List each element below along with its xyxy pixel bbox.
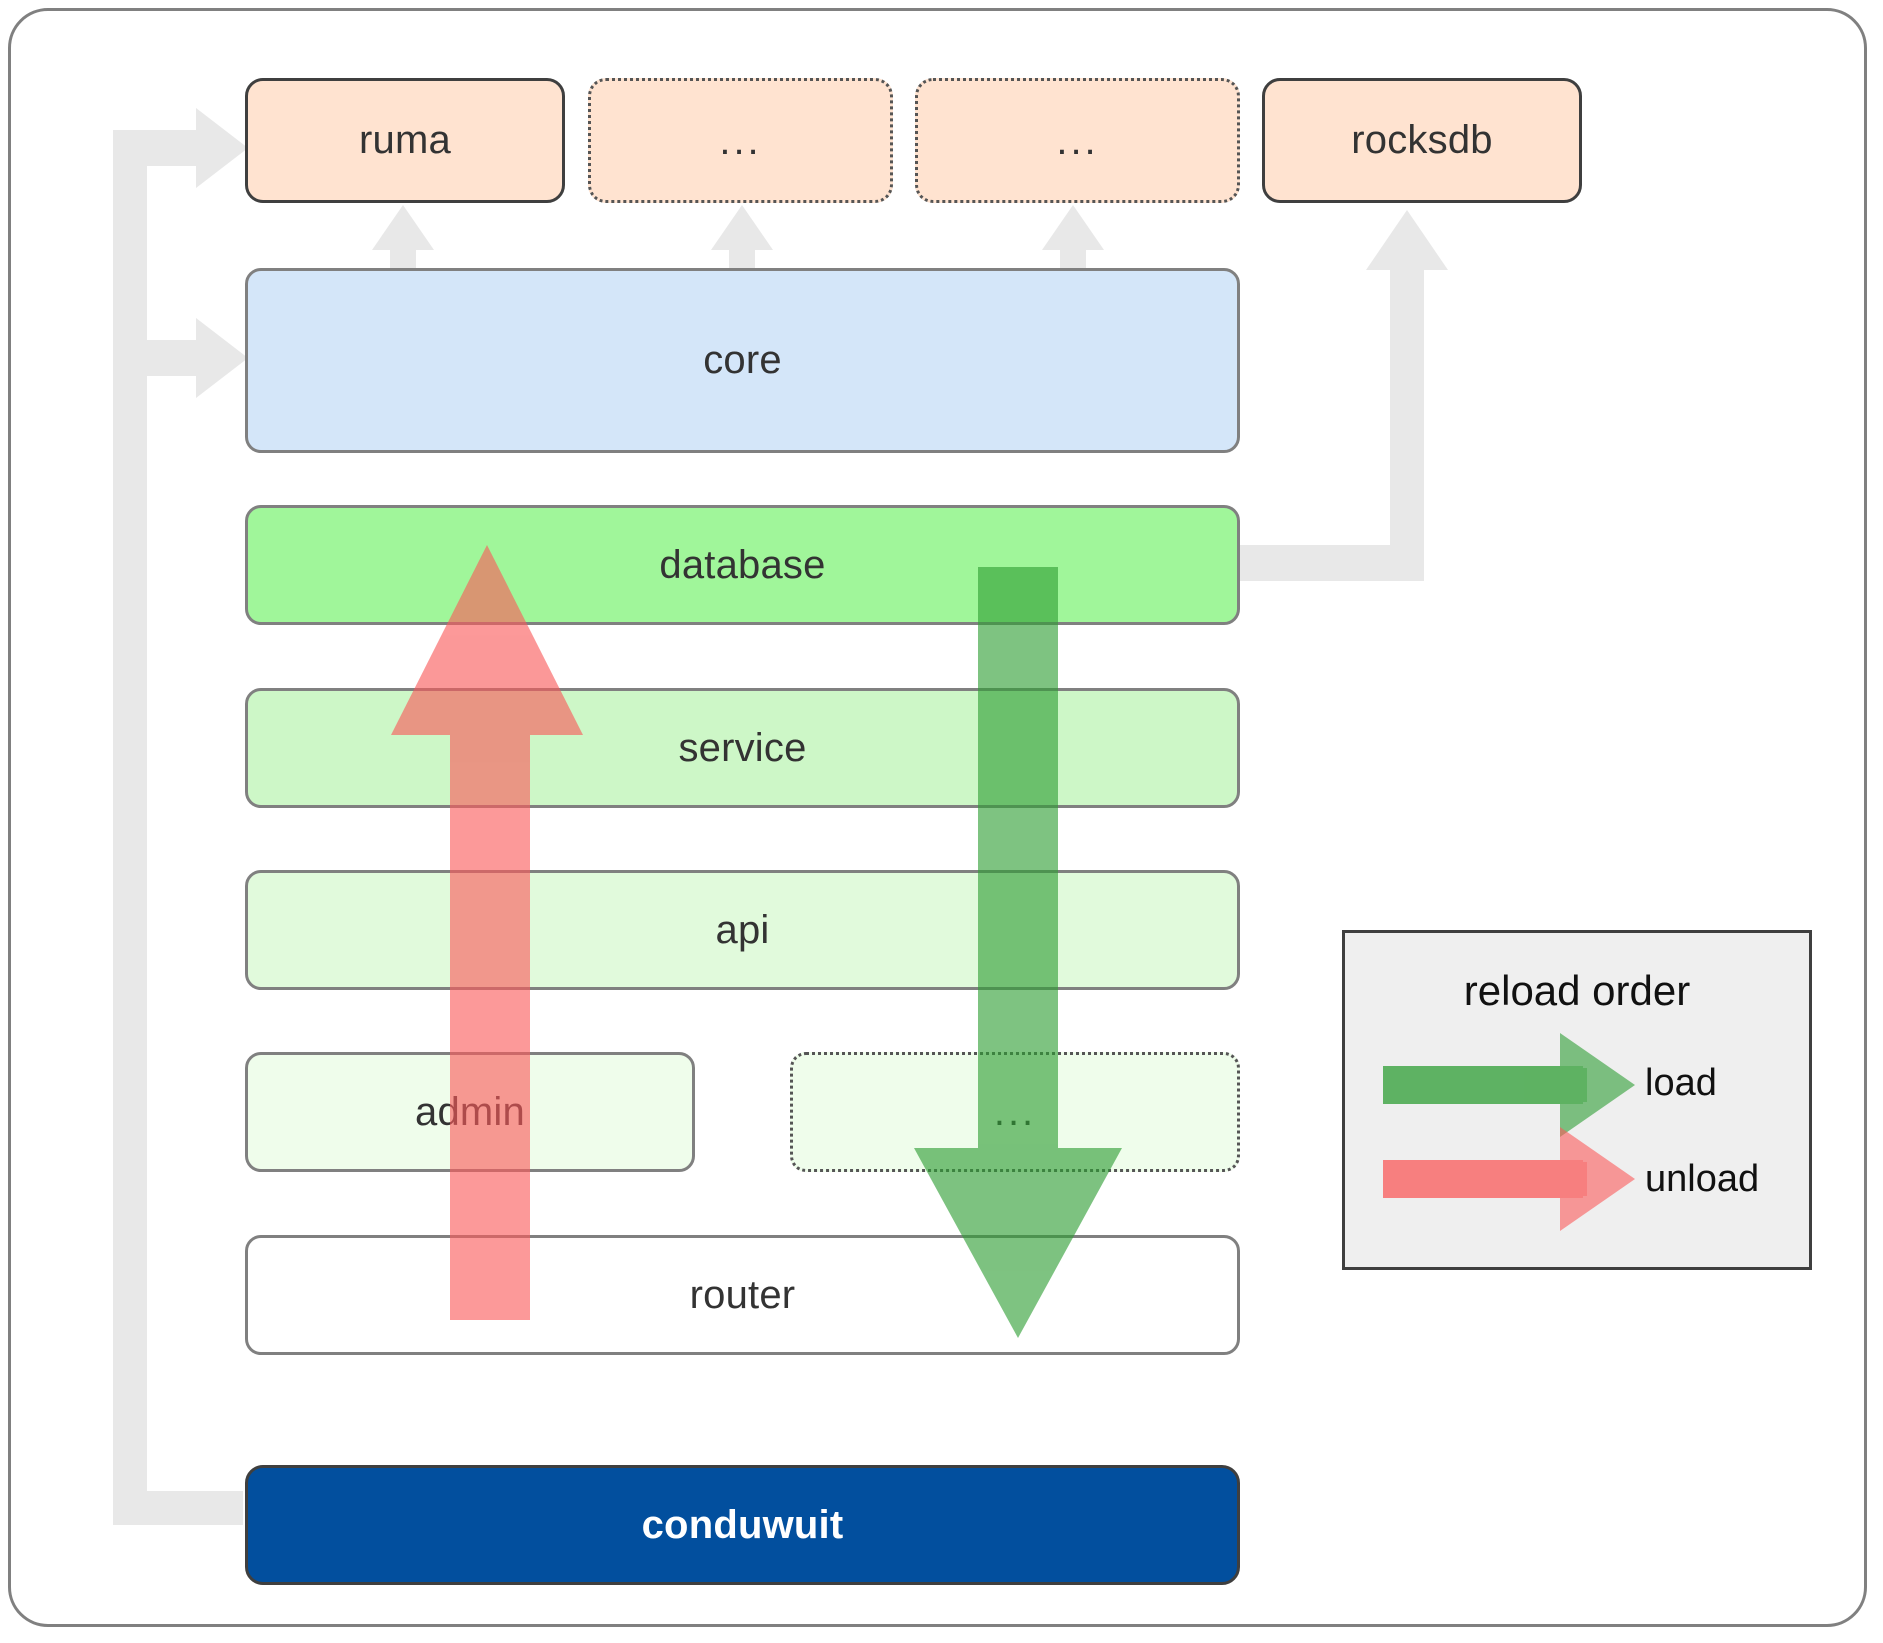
layer-label: database (659, 542, 826, 587)
package-placeholder-2[interactable]: ... (915, 78, 1240, 203)
layer-admin[interactable]: admin (245, 1052, 695, 1172)
legend-label-unload: unload (1645, 1158, 1760, 1200)
package-rocksdb[interactable]: rocksdb (1262, 78, 1582, 203)
legend-box: reload order (1342, 930, 1812, 1270)
package-label: ruma (359, 118, 451, 162)
package-placeholder-1[interactable]: ... (588, 78, 893, 203)
layer-router[interactable]: router (245, 1235, 1240, 1355)
legend-label-load: load (1645, 1062, 1717, 1104)
layer-database[interactable]: database (245, 505, 1240, 625)
layer-label: core (703, 338, 782, 382)
package-label: ... (719, 118, 762, 163)
binary-label: conduwuit (641, 1502, 844, 1547)
layer-label: ... (993, 1090, 1037, 1134)
package-ruma[interactable]: ruma (245, 78, 565, 203)
binary-conduwuit[interactable]: conduwuit (245, 1465, 1240, 1585)
layer-label: service (678, 725, 807, 770)
package-label: rocksdb (1351, 118, 1493, 162)
package-label: ... (1056, 118, 1099, 163)
layer-service[interactable]: service (245, 688, 1240, 808)
layer-api[interactable]: api (245, 870, 1240, 990)
layer-more[interactable]: ... (790, 1052, 1240, 1172)
layer-core[interactable]: core (245, 268, 1240, 453)
diagram-frame (8, 8, 1867, 1627)
legend-title: reload order (1463, 967, 1691, 1014)
layer-label: api (715, 907, 770, 952)
layer-label: router (689, 1272, 796, 1317)
layer-label: admin (415, 1089, 525, 1134)
